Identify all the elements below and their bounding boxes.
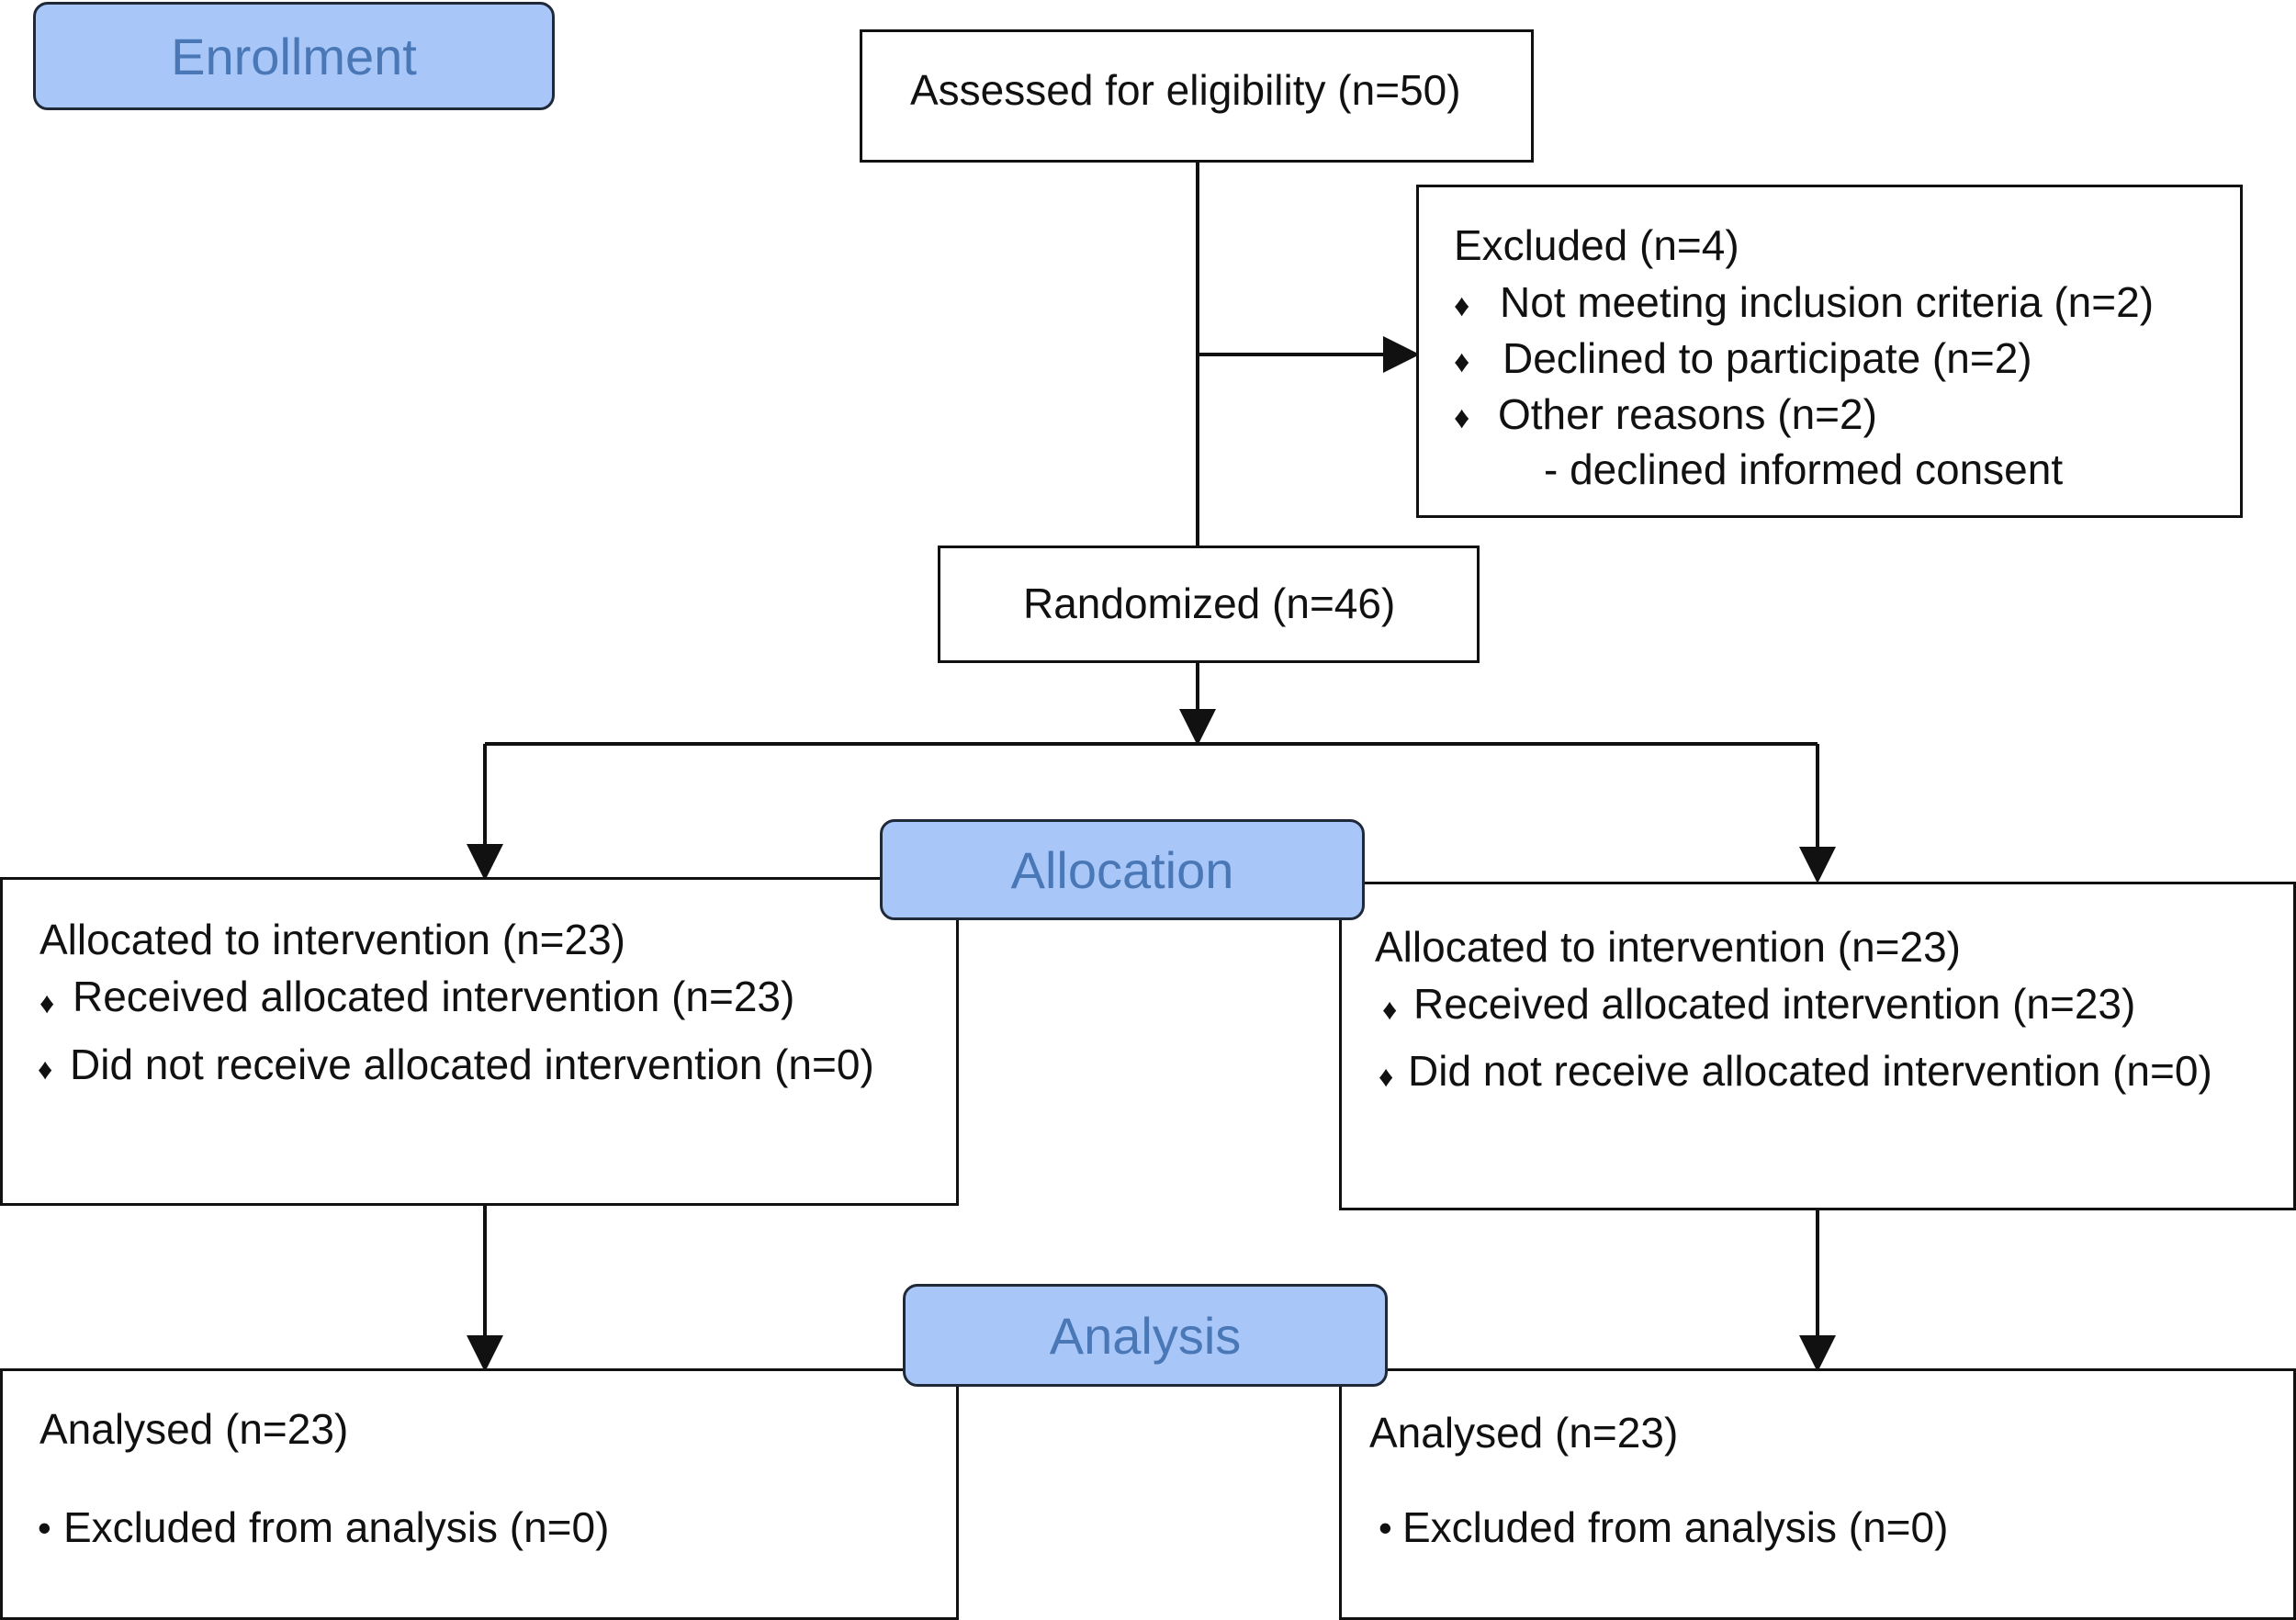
allocation-item: Did not receive allocated intervention (… (70, 1041, 874, 1088)
diamond-bullet-icon: ♦ (38, 1052, 53, 1086)
excluded-subitem: - declined informed consent (1544, 445, 2064, 493)
allocation-box-left: Allocated to intervention (n=23) ♦ Recei… (0, 877, 959, 1206)
assessed-text: Assessed for eligibility (n=50) (910, 66, 1461, 114)
analysis-title: Analysed (n=23) (1369, 1409, 1679, 1457)
allocation-item: Received allocated intervention (n=23) (73, 973, 795, 1020)
diamond-bullet-icon: ♦ (1379, 1060, 1394, 1093)
stage-label-analysis: Analysis (903, 1284, 1388, 1387)
allocation-title: Allocated to intervention (n=23) (1375, 923, 1962, 971)
excluded-item: Other reasons (n=2) (1498, 390, 1877, 438)
excluded-item: Declined to participate (n=2) (1503, 334, 2032, 382)
allocation-item: Received allocated intervention (n=23) (1413, 980, 2136, 1028)
dot-bullet-icon: • (38, 1506, 51, 1549)
diamond-bullet-icon: ♦ (1454, 400, 1470, 435)
dot-bullet-icon: • (1379, 1506, 1392, 1549)
analysis-box-left: Analysed (n=23) • Excluded from analysis… (0, 1368, 959, 1620)
diamond-bullet-icon: ♦ (1382, 993, 1398, 1026)
excluded-item: Not meeting inclusion criteria (n=2) (1500, 278, 2155, 326)
analysis-title: Analysed (n=23) (39, 1405, 349, 1453)
diamond-bullet-icon: ♦ (1454, 288, 1470, 323)
randomized-text: Randomized (n=46) (1023, 579, 1396, 627)
diamond-bullet-icon: ♦ (39, 986, 55, 1019)
excluded-title: Excluded (n=4) (1454, 221, 1739, 269)
assessed-box: Assessed for eligibility (n=50) (860, 29, 1534, 163)
analysis-item: Excluded from analysis (n=0) (1402, 1503, 1949, 1551)
analysis-box-right: Analysed (n=23) • Excluded from analysis… (1339, 1368, 2296, 1620)
allocation-item: Did not receive allocated intervention (… (1408, 1047, 2212, 1095)
randomized-box: Randomized (n=46) (938, 546, 1480, 663)
excluded-box: Excluded (n=4) ♦ Not meeting inclusion c… (1416, 185, 2243, 518)
stage-label-enrollment: Enrollment (33, 2, 555, 110)
stage-label-text: Analysis (1049, 1306, 1242, 1365)
diamond-bullet-icon: ♦ (1454, 344, 1470, 379)
stage-label-text: Allocation (1010, 840, 1234, 899)
allocation-title: Allocated to intervention (n=23) (39, 916, 626, 963)
analysis-item: Excluded from analysis (n=0) (63, 1503, 610, 1551)
stage-label-allocation: Allocation (880, 819, 1365, 920)
stage-label-text: Enrollment (171, 27, 417, 85)
allocation-box-right: Allocated to intervention (n=23) ♦ Recei… (1339, 882, 2296, 1210)
